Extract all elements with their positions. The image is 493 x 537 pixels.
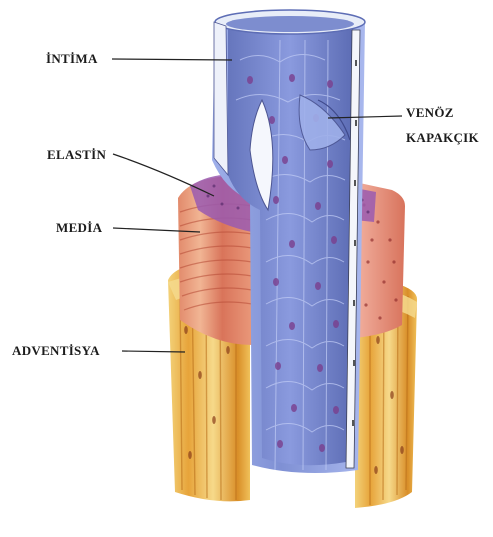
adventitia-label: ADVENTİSYA	[12, 344, 100, 357]
media-label: MEDİA	[56, 221, 102, 234]
venous-valve-label-line2: KAPAKÇIK	[406, 131, 479, 144]
elastin-label: ELASTİN	[47, 148, 106, 161]
venous-valve-label-line1: VENÖZ	[406, 106, 454, 119]
intima-label: İNTİMA	[46, 52, 98, 65]
